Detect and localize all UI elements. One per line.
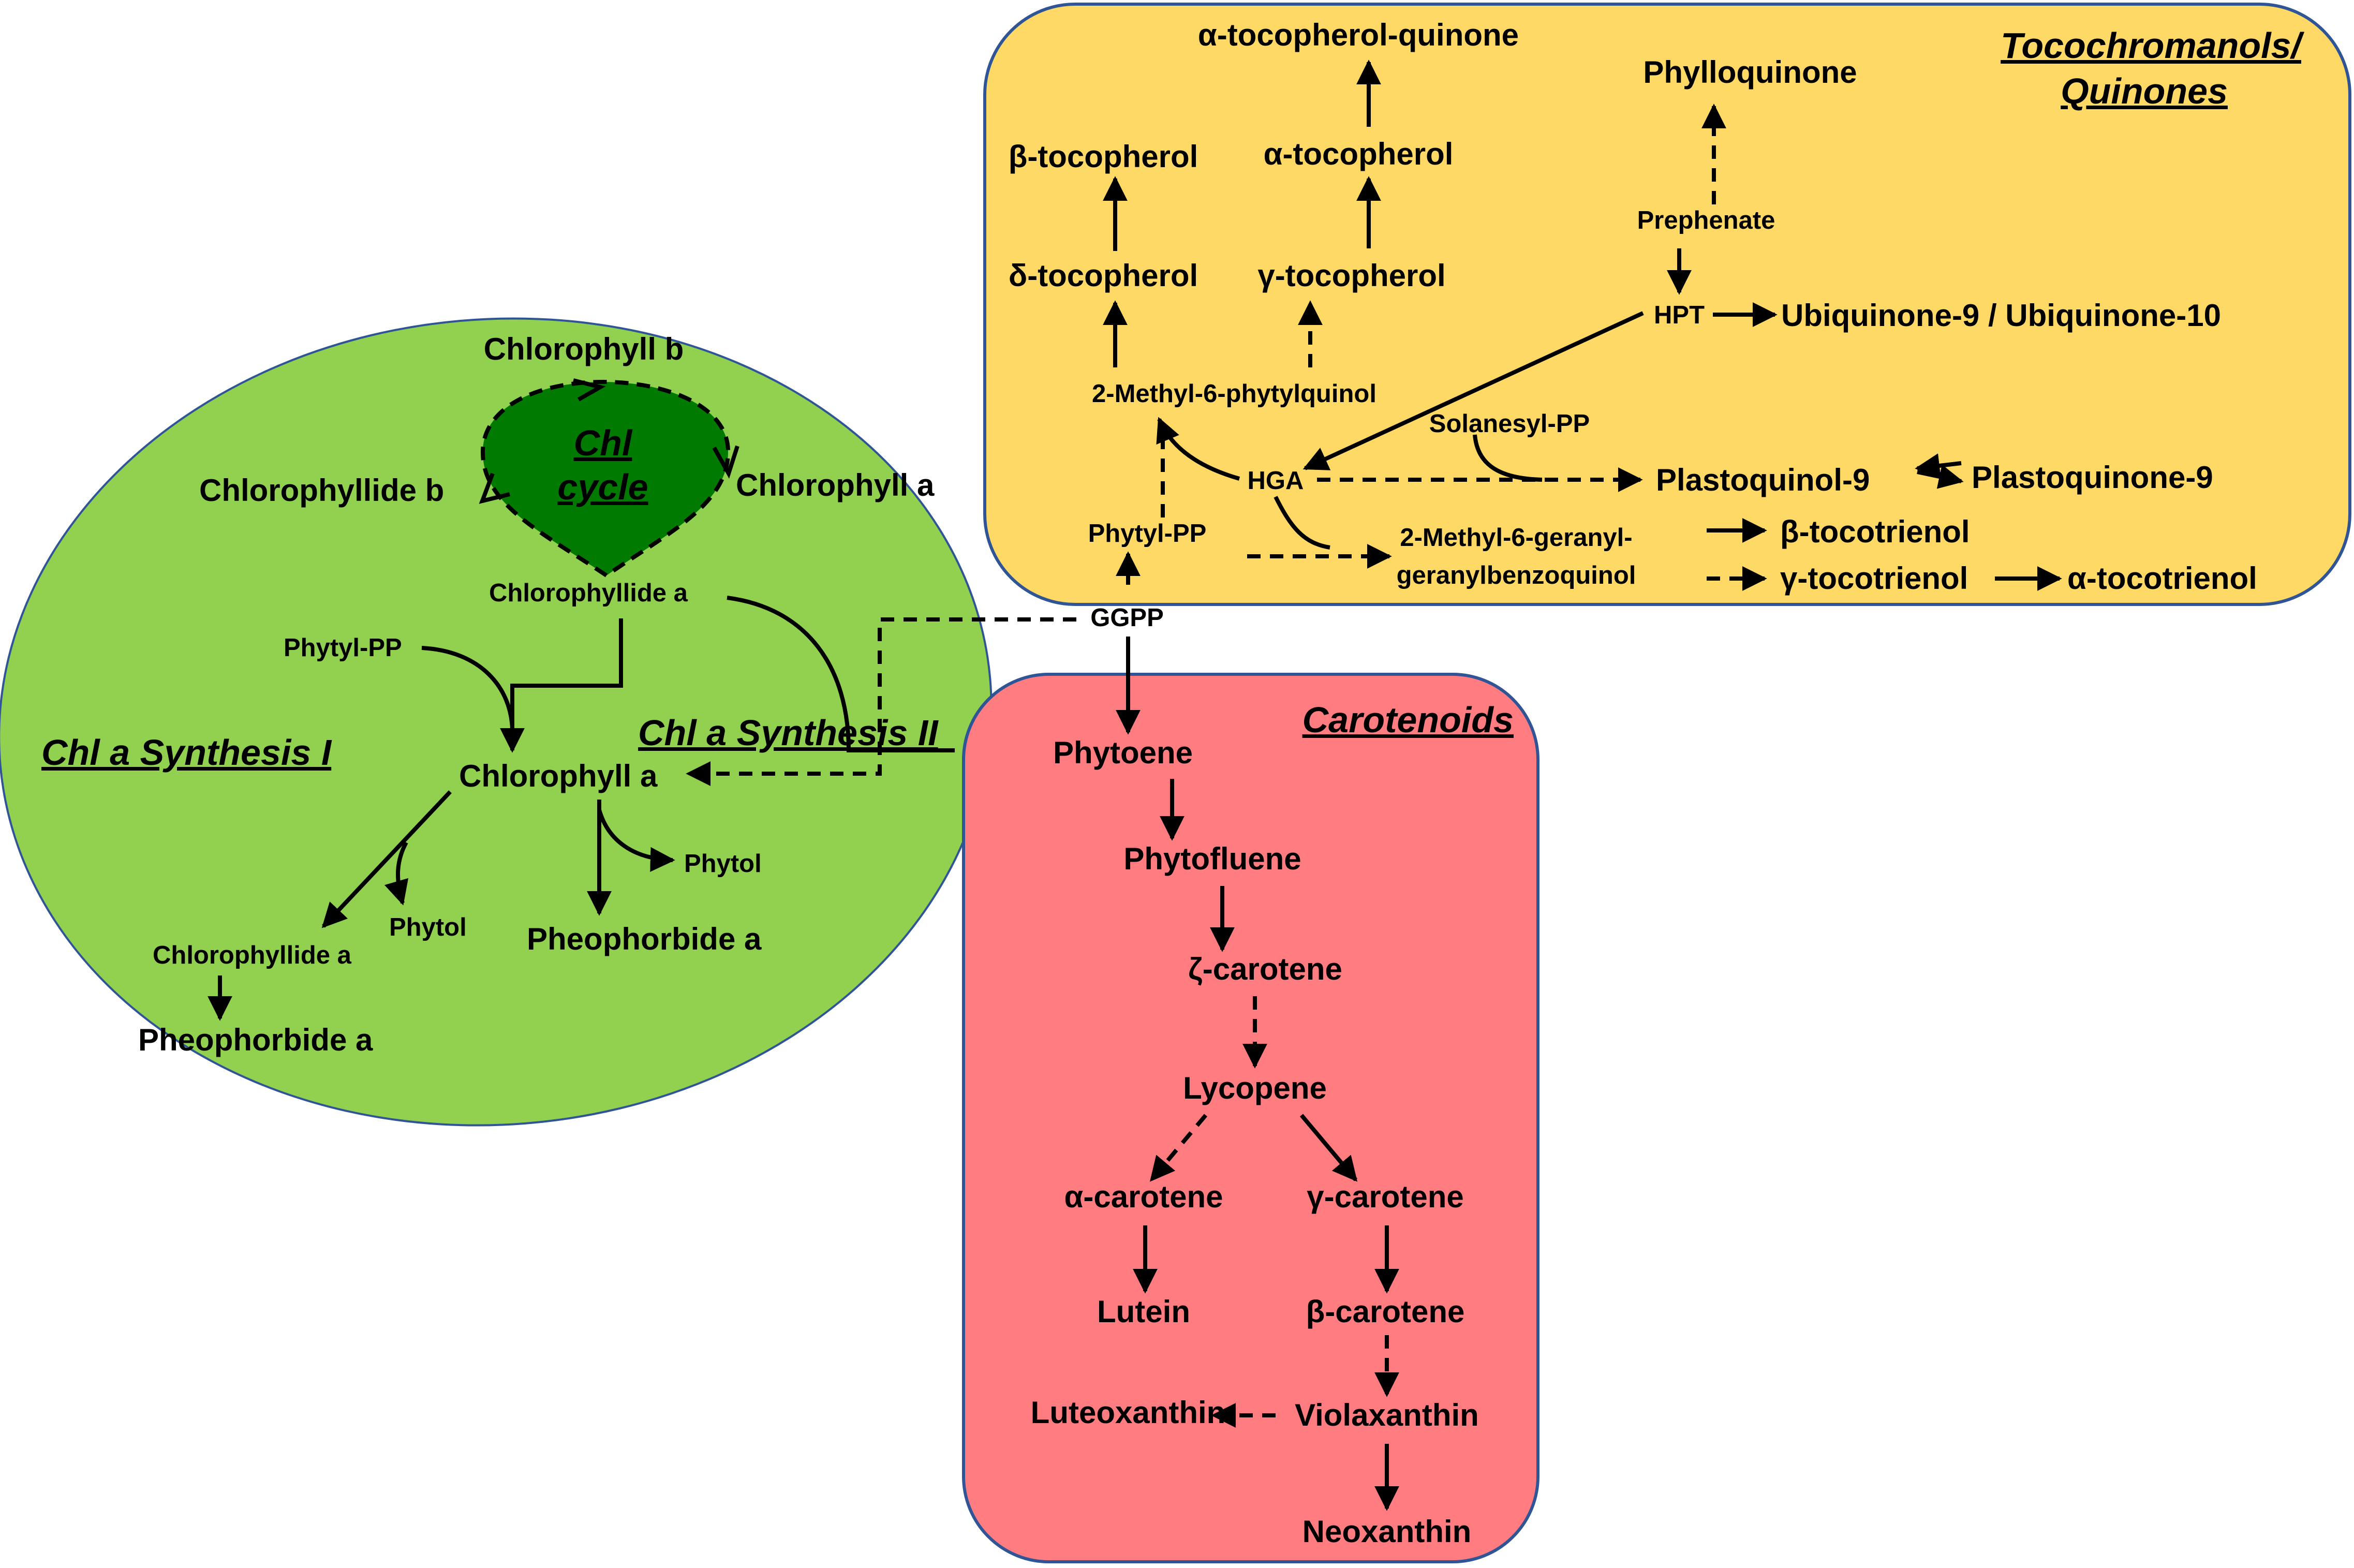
beta-carotene-label: β-carotene — [1306, 1294, 1465, 1329]
chlorophyllide-a-bottom-label: Chlorophyllide a — [153, 941, 352, 969]
ggpp-to-chlorophyll-a — [686, 617, 1076, 786]
chl-synthesis-1-title: Chl a Synthesis I — [41, 732, 332, 773]
phytyl-pp-toco-label: Phytyl-PP — [1088, 520, 1207, 548]
chlorophyll-a-main-label: Chlorophyll a — [459, 759, 658, 793]
toco-title-line2: Quinones — [2061, 71, 2228, 111]
lycopene-label: Lycopene — [1183, 1071, 1327, 1105]
ggpp-label: GGPP — [1090, 604, 1164, 632]
beta-tocotrienol-label: β-tocotrienol — [1780, 514, 1970, 549]
phytyl-pp-chl-label: Phytyl-PP — [284, 634, 402, 662]
alpha-carotene-label: α-carotene — [1064, 1179, 1223, 1214]
phytoene-label: Phytoene — [1053, 735, 1193, 770]
phytol-left-release — [384, 841, 409, 906]
alpha-tocopherol-label: α-tocopherol — [1264, 137, 1454, 171]
plastoquinone-to-plastoquinol — [1915, 453, 1962, 478]
hpt-to-hga — [1302, 311, 1644, 470]
luteoxanthin-label: Luteoxanthin — [1031, 1395, 1226, 1430]
ubiquinone-label: Ubiquinone-9 / Ubiquinone-10 — [1781, 298, 2221, 333]
neoxanthin-label: Neoxanthin — [1302, 1514, 1472, 1549]
synthesis-2-curve — [727, 596, 955, 752]
chlorophyll-a-to-chlorophyllide-a — [321, 790, 452, 928]
chlorophyll-a-cycle-label: Chlorophyll a — [736, 468, 935, 502]
chlorophyll-b-label: Chlorophyll b — [484, 332, 684, 366]
phytol-right-release — [597, 809, 675, 872]
alpha-tocopherol-quinone-label: α-tocopherol-quinone — [1198, 18, 1519, 52]
chl-region — [0, 317, 993, 1127]
lycopene-to-gamma-carotene — [1299, 1114, 1358, 1182]
prephenate-label: Prephenate — [1637, 206, 1775, 234]
chl-cycle-title-line2: cycle — [557, 467, 648, 507]
alpha-tocotrienol-label: α-tocotrienol — [2067, 561, 2257, 596]
phytol-left-label: Phytol — [389, 913, 467, 941]
cycle-arrow-to-chlorophyll-b — [573, 378, 606, 402]
pheophorbide-a-left-label: Pheophorbide a — [138, 1023, 373, 1057]
hga-label: HGA — [1248, 467, 1304, 495]
geranyl-quinol-line2-label: geranylbenzoquinol — [1397, 561, 1636, 589]
gamma-tocopherol-label: γ-tocopherol — [1257, 258, 1445, 293]
chl-cycle-title-line1: Chl — [574, 423, 633, 463]
geranyl-quinol-line1-label: 2-Methyl-6-geranyl- — [1400, 524, 1632, 552]
zeta-carotene-label: ζ-carotene — [1188, 952, 1342, 986]
lycopene-to-alpha-carotene — [1149, 1114, 1208, 1182]
cycle-arrow-to-chlorophyllide-b — [479, 472, 510, 504]
hga-to-methyl-phytylquinol — [1156, 417, 1240, 481]
solanesyl-pp-label: Solanesyl-PP — [1429, 410, 1590, 438]
beta-tocopherol-label: β-tocopherol — [1009, 139, 1198, 174]
chl-synthesis-2-title: Chl a Synthesis II — [638, 713, 939, 753]
violaxanthin-label: Violaxanthin — [1295, 1398, 1479, 1432]
plastoquinone-label: Plastoquinone-9 — [1972, 460, 2213, 495]
cycle-arrow-to-chlorophyll-a — [712, 445, 739, 479]
delta-tocopherol-label: δ-tocopherol — [1009, 258, 1198, 293]
methyl-phytylquinol-label: 2-Methyl-6-phytylquinol — [1092, 380, 1376, 408]
toco-title-line1: Tocochromanols/ — [2001, 25, 2304, 66]
hga-to-geranyl-quinol — [1274, 496, 1330, 550]
chlorophyllide-b-label: Chlorophyllide b — [199, 473, 444, 508]
gamma-tocotrienol-label: γ-tocotrienol — [1780, 561, 1968, 596]
carotenoids-title: Carotenoids — [1302, 700, 1514, 740]
phytol-right-label: Phytol — [684, 850, 762, 878]
chlorophyllide-a-top-label: Chlorophyllide a — [489, 579, 688, 607]
carot-region — [962, 673, 1539, 1563]
gamma-carotene-label: γ-carotene — [1307, 1179, 1463, 1214]
hpt-label: HPT — [1654, 301, 1705, 329]
phytyl-pp-to-chlorophyll-a — [421, 646, 514, 730]
pheophorbide-a-right-label: Pheophorbide a — [527, 922, 762, 956]
phylloquinone-label: Phylloquinone — [1643, 55, 1857, 90]
phytofluene-label: Phytofluene — [1123, 841, 1301, 876]
lutein-label: Lutein — [1097, 1294, 1190, 1329]
plastoquinol-label: Plastoquinol-9 — [1656, 463, 1870, 497]
solanesyl-pp-join — [1473, 434, 1543, 482]
